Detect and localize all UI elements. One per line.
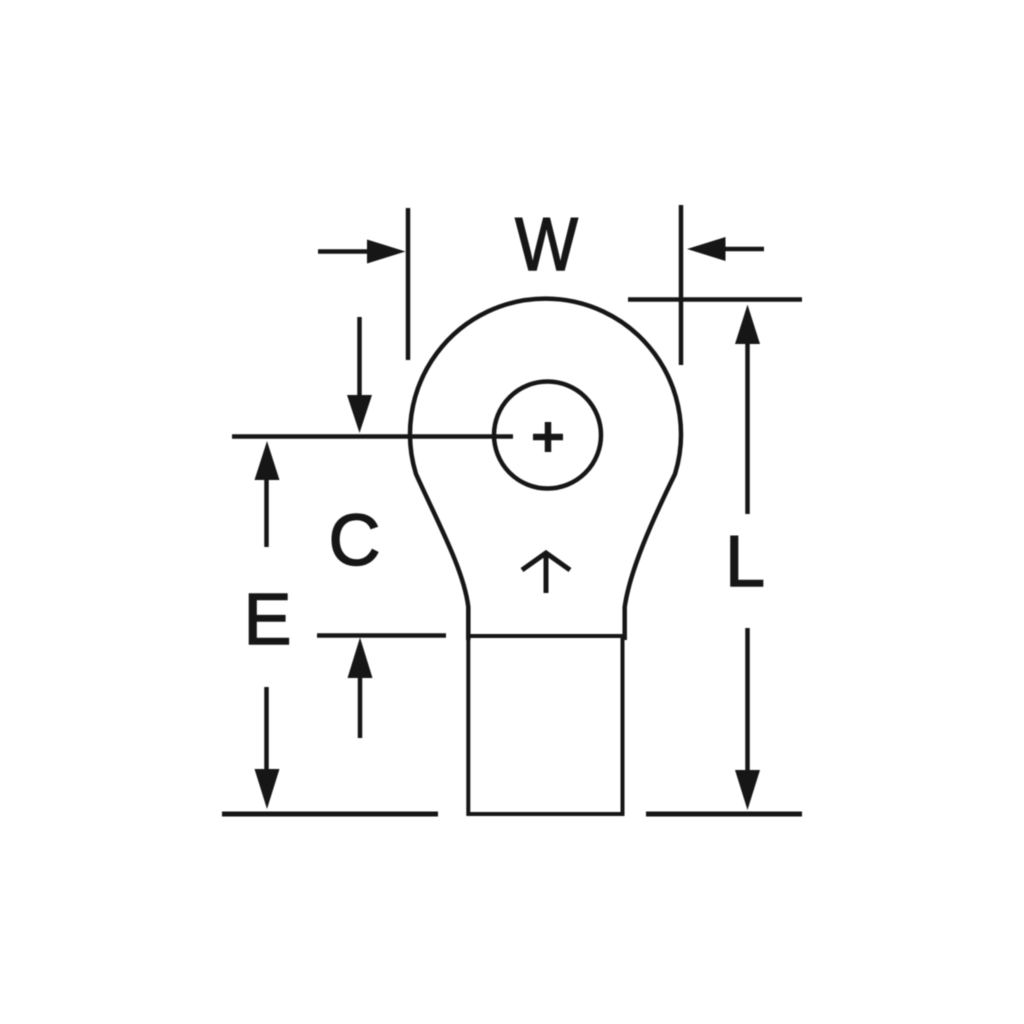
- svg-text:W: W: [515, 202, 578, 286]
- svg-text:C: C: [329, 501, 381, 581]
- svg-text:E: E: [243, 580, 291, 660]
- svg-text:L: L: [725, 522, 765, 602]
